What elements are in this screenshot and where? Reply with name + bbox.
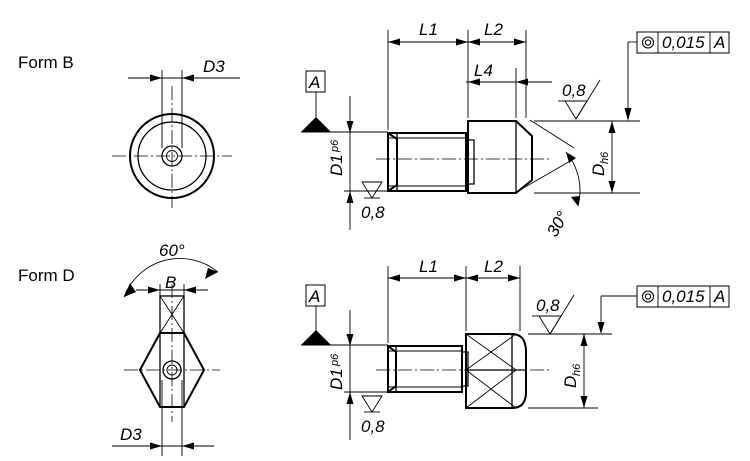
surface-finish-shank-form-b [361,181,383,199]
tolerance-value-form-b: 0,015 [662,33,705,52]
dim-angle-60: 60° [159,241,185,260]
form-b-side-view [376,120,552,194]
dim-d1-form-b: D1 [327,154,346,176]
dim-d1-tol-form-d: p6 [329,353,341,367]
dim-l4-form-b-lines [466,68,552,118]
datum-letter-form-b: A [308,73,320,92]
form-d-label: Form D [18,266,75,285]
dim-d-form-b-lines [534,120,640,194]
tolerance-datum-form-b: A [713,33,725,52]
dim-d-form-b: D [589,164,608,176]
dim-d-form-d: D [561,376,580,388]
dim-l1-l2-form-b-lines [387,30,527,130]
tolerance-datum-form-d: A [713,287,725,306]
surface-finish-shank-form-d-value: 0,8 [361,417,385,436]
dim-l2-form-b: L2 [484,20,503,39]
surface-finish-head-form-d [532,294,575,335]
tolerance-frame-form-b [624,31,730,121]
form-d-side-view [376,333,552,409]
surface-finish-head-form-d-value: 0,8 [536,296,560,315]
dim-d-tol-form-b: h6 [599,151,611,164]
form-b-end-view [112,70,240,208]
dim-d-form-d-lines [528,333,612,409]
dim-l1-form-b: L1 [419,20,438,39]
datum-a-form-d [301,284,388,346]
dim-b-form-d: B [165,273,176,292]
surface-finish-shank-form-b-value: 0,8 [361,203,385,222]
dim-l4-form-b: L4 [474,61,493,80]
dim-angle-30: 30° [543,208,572,240]
datum-a-form-b [301,70,388,133]
surface-finish-head-form-b [558,79,601,120]
dim-l2-form-d: L2 [484,257,503,276]
chamfer-angle-form-b [519,119,581,207]
dim-d3-form-d: D3 [120,425,142,444]
dim-l1-form-d: L1 [419,257,438,276]
dim-d-tol-form-d: h6 [571,363,583,376]
tolerance-frame-form-d [597,285,730,334]
dim-d1-tol-form-b: p6 [329,139,341,153]
dim-d1-form-d-lines [344,310,388,440]
dim-d3-form-b: D3 [203,57,225,76]
form-b-label: Form B [18,53,74,72]
dim-d1-form-d: D1 [327,368,346,390]
dim-d1-form-b-lines [344,96,388,230]
form-d-end-view [112,258,220,456]
dim-l1-l2-form-d-lines [387,266,521,343]
surface-finish-shank-form-d [361,395,383,413]
tolerance-value-form-d: 0,015 [662,287,705,306]
datum-letter-form-d: A [308,287,320,306]
surface-finish-head-form-b-value: 0,8 [562,81,586,100]
